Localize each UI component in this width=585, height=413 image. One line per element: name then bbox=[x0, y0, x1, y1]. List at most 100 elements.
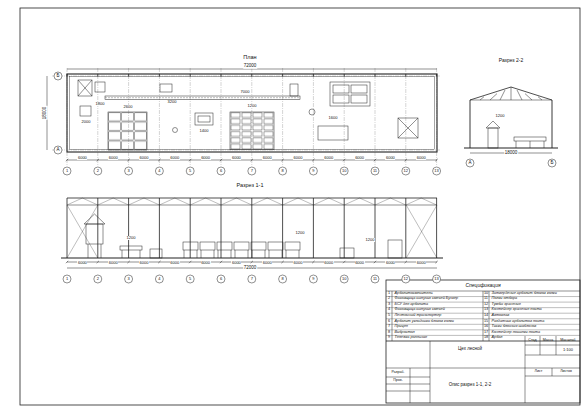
plan-equipment bbox=[78, 80, 418, 150]
drawing-label: 1 bbox=[388, 292, 390, 296]
mould-table bbox=[234, 242, 249, 250]
table-heading: Спецификация bbox=[386, 283, 580, 288]
drawing-label: Фасовщица сыпучих смесей bbox=[395, 309, 445, 313]
truss-web bbox=[298, 198, 313, 205]
drawing-label: 11 bbox=[373, 169, 377, 173]
dim-tick bbox=[312, 261, 314, 263]
drawing-label: 2600 bbox=[123, 105, 133, 109]
column bbox=[159, 198, 160, 258]
drawing-label: 10 bbox=[484, 292, 488, 296]
drawing-label: 1600 bbox=[328, 116, 338, 120]
axis-bubble bbox=[279, 275, 287, 283]
drawing-label: 3 bbox=[388, 303, 390, 307]
column bbox=[313, 198, 314, 258]
truss-web bbox=[421, 198, 436, 205]
drawing-label: Тумбы хранения bbox=[492, 303, 521, 307]
axis-bubble bbox=[340, 167, 348, 175]
drawing-label: 5 bbox=[189, 277, 191, 281]
column bbox=[221, 198, 222, 258]
column bbox=[436, 198, 437, 258]
table-row-line bbox=[386, 329, 580, 330]
table-leg bbox=[214, 250, 215, 258]
truss-web bbox=[98, 198, 113, 205]
drawing-label: 17 bbox=[484, 331, 488, 335]
drawing-label: 9 bbox=[312, 277, 314, 281]
drawing-label: 6 bbox=[220, 169, 222, 173]
drawing-label: 1200 bbox=[495, 114, 505, 118]
truss-web bbox=[406, 198, 421, 205]
drawing-label: 6000 bbox=[293, 261, 303, 265]
drawing-label: 12 bbox=[404, 277, 408, 281]
drawing-label: 14 bbox=[484, 314, 488, 318]
truss-web bbox=[159, 198, 174, 205]
table-leg bbox=[269, 250, 270, 258]
drawing-label: 1200 bbox=[365, 238, 375, 242]
table-leg bbox=[282, 250, 283, 258]
drawing-label: 6000 bbox=[201, 156, 211, 160]
dim-tick bbox=[343, 261, 345, 263]
drawing-label: 7 bbox=[251, 277, 253, 281]
dim-tick bbox=[405, 261, 407, 263]
axis-bubble bbox=[402, 275, 410, 283]
table-row-line bbox=[386, 324, 580, 325]
table-leg bbox=[218, 250, 219, 258]
truss-web bbox=[360, 198, 375, 205]
table-leg bbox=[265, 250, 266, 258]
axis-bubble bbox=[248, 275, 256, 283]
axis-bubble bbox=[155, 275, 163, 283]
truss-web bbox=[390, 198, 405, 205]
truss-web bbox=[344, 198, 359, 205]
table-leg bbox=[252, 250, 253, 258]
truss-web bbox=[283, 198, 298, 205]
drawing-label: 7 bbox=[251, 169, 253, 173]
drawing-label: 4 bbox=[158, 169, 160, 173]
axis-bubble bbox=[94, 275, 102, 283]
drawing-label: 6000 bbox=[262, 261, 272, 265]
dim-tick bbox=[66, 261, 68, 263]
drawing-label: 6000 bbox=[416, 156, 426, 160]
plan-wall-inner bbox=[70, 77, 435, 150]
drawing-label: 4 bbox=[388, 309, 390, 313]
drawing-label: 6000 bbox=[385, 261, 395, 265]
axis-bubble bbox=[433, 275, 441, 283]
drawing-label: 13 bbox=[434, 169, 438, 173]
truss-web bbox=[190, 198, 205, 205]
dim-line bbox=[67, 69, 437, 70]
drawing-label: 3200 bbox=[167, 100, 177, 104]
column bbox=[67, 198, 68, 258]
drawing-label: 6000 bbox=[355, 156, 365, 160]
drawing-label: Б bbox=[551, 161, 554, 166]
drawing-label: Арбол bbox=[492, 336, 503, 340]
truss-web bbox=[113, 198, 128, 205]
drawing-label: Цех лесной bbox=[458, 347, 482, 352]
axis-line bbox=[405, 68, 406, 166]
drawing-label: 11 bbox=[373, 277, 377, 281]
column bbox=[344, 198, 345, 258]
axis-line bbox=[97, 68, 98, 166]
axis-bubble bbox=[248, 167, 256, 175]
drawing-label: Пров. bbox=[393, 379, 403, 383]
truss-web bbox=[67, 198, 82, 205]
table-leg bbox=[299, 250, 300, 258]
drawing-label: 6000 bbox=[231, 261, 241, 265]
axis-bubble bbox=[125, 167, 133, 175]
truss-web bbox=[221, 198, 236, 205]
axis-bubble bbox=[155, 167, 163, 175]
axis-bubble bbox=[63, 167, 71, 175]
truss-web bbox=[129, 198, 144, 205]
dim-tick bbox=[281, 261, 283, 263]
drawing-label: Тиски блочных шаблонов bbox=[492, 325, 537, 329]
axis-bubble bbox=[371, 167, 379, 175]
axis-bubble bbox=[217, 167, 225, 175]
table-leg bbox=[231, 250, 232, 258]
axis-bubble bbox=[217, 275, 225, 283]
drawing-label: Лист bbox=[535, 370, 543, 374]
dim-tick bbox=[189, 261, 191, 263]
table-leg bbox=[248, 250, 249, 258]
drawing-label: 2 bbox=[388, 297, 390, 301]
column bbox=[97, 198, 98, 258]
axis-line bbox=[251, 68, 252, 166]
drawing-label: 6000 bbox=[262, 156, 272, 160]
drawing-label: 3 bbox=[127, 277, 129, 281]
drawing-label: Разрез 2-2 bbox=[498, 58, 524, 63]
